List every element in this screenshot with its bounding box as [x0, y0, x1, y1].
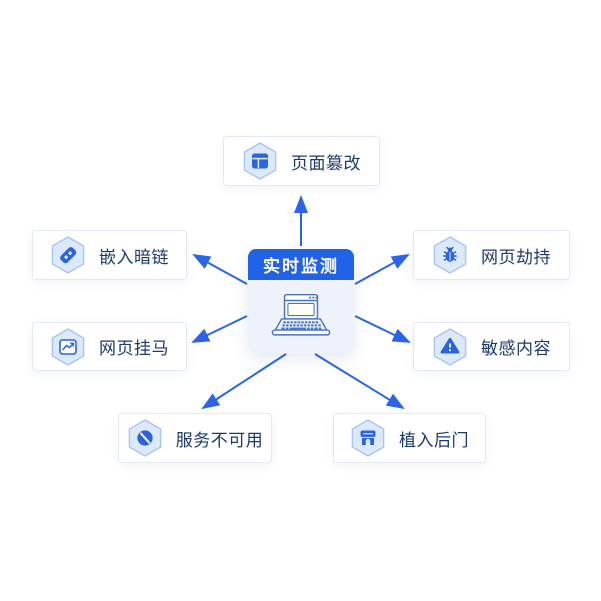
block-icon [127, 418, 163, 458]
arrow-to-service-unavailable [201, 353, 287, 410]
backdoor-icon [350, 418, 386, 458]
node-sensitive-content: 敏感内容 [413, 322, 570, 371]
page-layout-icon [242, 141, 278, 181]
node-backdoor: 植入后门 [333, 413, 486, 463]
link-icon [50, 235, 86, 275]
node-label: 网页劫持 [481, 247, 551, 267]
arrow-to-sensitive-content [354, 315, 411, 343]
node-label: 网页挂马 [99, 339, 169, 358]
center-node-title: 实时监测 [248, 249, 354, 280]
node-label: 植入后门 [399, 430, 469, 450]
node-service-unavailable: 服务不可用 [118, 413, 272, 463]
center-node-realtime-monitor: 实时监测 [248, 249, 354, 353]
trend-chart-icon [50, 327, 86, 367]
arrow-to-web-hijack [354, 254, 410, 285]
node-label: 敏感内容 [481, 339, 551, 358]
node-label: 嵌入暗链 [99, 247, 169, 267]
node-label: 服务不可用 [175, 430, 264, 450]
laptop-icon [248, 280, 354, 353]
arrow-to-hidden-link [192, 254, 248, 285]
node-page-tamper: 页面篡改 [223, 136, 380, 186]
node-web-trojan: 网页挂马 [32, 322, 187, 371]
node-hidden-link: 嵌入暗链 [32, 230, 187, 280]
arrow-to-backdoor [314, 353, 405, 410]
node-label: 页面篡改 [291, 153, 361, 173]
bug-icon [432, 235, 468, 275]
node-web-hijack: 网页劫持 [413, 230, 570, 280]
arrow-to-web-trojan [191, 315, 248, 343]
warning-icon [432, 327, 468, 367]
